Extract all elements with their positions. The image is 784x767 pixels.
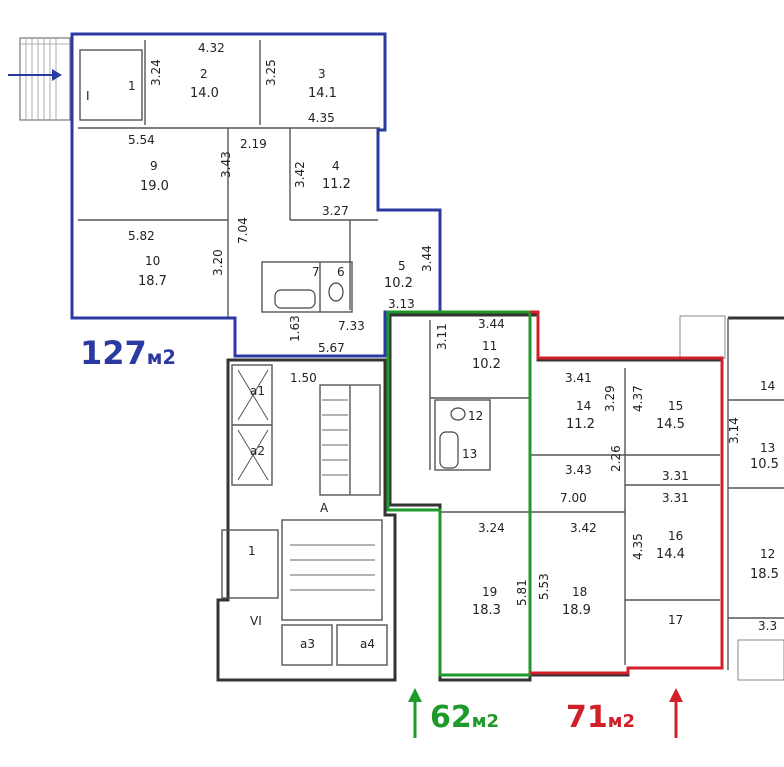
room-area: 14.5 — [656, 417, 685, 432]
stairs — [290, 399, 375, 591]
room-area: 14.1 — [308, 86, 337, 101]
unit-outline-green — [386, 310, 532, 677]
dimension: 3.27 — [322, 204, 349, 218]
room-area: 14.4 — [656, 547, 685, 562]
entrance-arrow — [8, 69, 62, 81]
dimension: 3.24 — [478, 521, 505, 535]
room-number: 13 — [760, 441, 775, 455]
bathtub-icon-2 — [439, 431, 459, 469]
dimension: 3.44 — [478, 317, 505, 331]
dimension: 4.32 — [198, 41, 225, 55]
dimension: 1.63 — [288, 315, 302, 342]
room-area: 11.2 — [322, 177, 351, 192]
unit-area-label-green: 62м2 — [430, 700, 499, 735]
dimension: 4.35 — [308, 111, 335, 125]
bathtub-icon — [274, 289, 316, 309]
unit-area-label-red: 71м2 — [566, 700, 635, 735]
room-number: 16 — [668, 529, 683, 543]
room-area: 18.5 — [750, 567, 779, 582]
room-number: 14 — [576, 399, 591, 413]
room-number: 17 — [668, 613, 683, 627]
dimension: 3.13 — [388, 297, 415, 311]
dimension: 3.42 — [293, 161, 307, 188]
dimension: 4.35 — [631, 533, 645, 560]
dimension: 3.11 — [435, 323, 449, 350]
dimension: 3.42 — [570, 521, 597, 535]
room-area: 11.2 — [566, 417, 595, 432]
dimension: 2.26 — [609, 445, 623, 472]
markers: I VI A a1 a2 a3 a4 — [86, 89, 375, 651]
dimension: 3.3 — [758, 619, 777, 633]
room-number: 4 — [332, 159, 340, 173]
dimension: 3.14 — [727, 417, 741, 444]
room-number: 12 — [468, 409, 483, 423]
red-entry-arrow — [669, 688, 683, 738]
room-area: 10.5 — [750, 457, 779, 472]
room-number: 18 — [572, 585, 587, 599]
dimension: 3.44 — [420, 245, 434, 272]
room-code: a2 — [250, 444, 265, 458]
room-area: 10.2 — [472, 357, 501, 372]
room-number: 13 — [462, 447, 477, 461]
room-area: 18.7 — [138, 274, 167, 289]
dimension: 5.54 — [128, 133, 155, 147]
room-code: a3 — [300, 637, 315, 651]
room-number: 9 — [150, 159, 158, 173]
room-number: 7 — [312, 265, 320, 279]
dimension: 3.25 — [264, 59, 278, 86]
dimension: 5.82 — [128, 229, 155, 243]
dimension: 3.31 — [662, 491, 689, 505]
unit-outline-red — [530, 310, 724, 675]
room-number: 1 — [128, 79, 136, 93]
dimension: 4.37 — [631, 385, 645, 412]
room-labels: 1 2 14.0 3 14.1 4 11.2 5 10.2 6 7 9 19.0… — [128, 67, 779, 627]
walls — [70, 32, 784, 682]
dimension: 5.67 — [318, 341, 345, 355]
room-area: 18.3 — [472, 603, 501, 618]
room-code: a1 — [250, 384, 265, 398]
toilet-icon — [328, 282, 344, 302]
dimension: 3.20 — [211, 249, 225, 276]
entrance-steps — [19, 37, 71, 121]
dimension: 3.41 — [565, 371, 592, 385]
roman-marker: VI — [250, 614, 262, 628]
room-code: a4 — [360, 637, 375, 651]
green-entry-arrow — [408, 688, 422, 738]
toilet-icon-2 — [450, 407, 466, 421]
room-number: 14 — [760, 379, 775, 393]
room-number: 2 — [200, 67, 208, 81]
dimension: 7.04 — [236, 217, 250, 244]
room-number: 6 — [337, 265, 345, 279]
room-area: 19.0 — [140, 179, 169, 194]
dimension: 2.19 — [240, 137, 267, 151]
unit-area-label-blue: 127м2 — [80, 334, 176, 372]
room-number: 1 — [248, 544, 256, 558]
room-number: 10 — [145, 254, 160, 268]
dimension: 5.53 — [537, 573, 551, 600]
dimension: 1.50 — [290, 371, 317, 385]
dimension: 7.33 — [338, 319, 365, 333]
dimension: 3.24 — [149, 59, 163, 86]
dimension-labels: 4.32 3.24 3.25 4.35 5.54 2.19 3.43 3.42 … — [128, 41, 777, 633]
room-number: 15 — [668, 399, 683, 413]
stair-marker: A — [320, 501, 329, 515]
room-number: 12 — [760, 547, 775, 561]
dimension: 3.43 — [219, 151, 233, 178]
dimension: 3.43 — [565, 463, 592, 477]
dimension: 7.00 — [560, 491, 587, 505]
roman-marker: I — [86, 89, 90, 103]
room-number: 11 — [482, 339, 497, 353]
room-area: 14.0 — [190, 86, 219, 101]
room-number: 5 — [398, 259, 406, 273]
room-area: 18.9 — [562, 603, 591, 618]
room-area: 10.2 — [384, 276, 413, 291]
dimension: 5.81 — [515, 579, 529, 606]
room-number: 19 — [482, 585, 497, 599]
dimension: 3.31 — [662, 469, 689, 483]
room-number: 3 — [318, 67, 326, 81]
dimension: 3.29 — [603, 385, 617, 412]
elevator-shafts — [237, 369, 269, 481]
